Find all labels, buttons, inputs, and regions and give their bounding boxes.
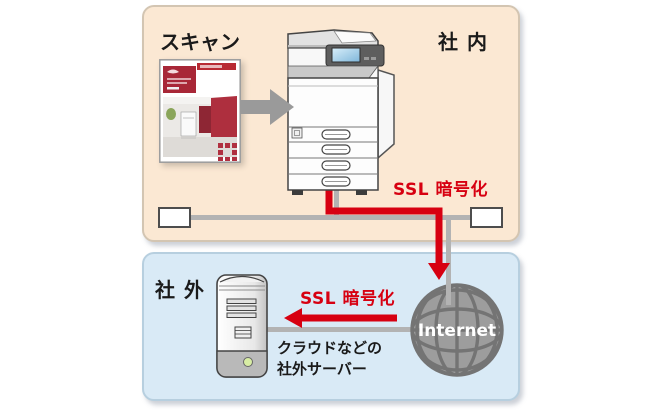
server-internet-line bbox=[266, 327, 416, 332]
internal-zone-title: 社 内 bbox=[438, 30, 488, 54]
brochure-thumbnail-icon bbox=[159, 59, 241, 163]
server-led-light bbox=[243, 357, 253, 367]
ssl-encryption-label-top: SSL 暗号化 bbox=[393, 180, 488, 200]
server-caption-line1: クラウドなどの bbox=[277, 339, 383, 357]
network-node-right bbox=[470, 207, 503, 228]
server-caption-line2: 社外サーバー bbox=[277, 360, 367, 378]
network-node-left bbox=[158, 207, 191, 228]
internet-globe-icon: Internet bbox=[410, 283, 504, 377]
multifunction-printer-icon bbox=[282, 28, 398, 196]
ssl-encryption-label-bottom: SSL 暗号化 bbox=[300, 289, 395, 309]
lan-network-line bbox=[174, 215, 486, 220]
internet-label: Internet bbox=[418, 321, 496, 341]
arrow-right-icon bbox=[240, 88, 294, 126]
server-tower-icon bbox=[215, 269, 269, 383]
printer-touchscreen bbox=[331, 47, 361, 63]
server-caption: クラウドなどの 社外サーバー bbox=[277, 338, 382, 380]
external-zone-title: 社 外 bbox=[155, 278, 205, 302]
internet-drop-line bbox=[446, 217, 451, 305]
scan-label: スキャン bbox=[160, 30, 240, 54]
